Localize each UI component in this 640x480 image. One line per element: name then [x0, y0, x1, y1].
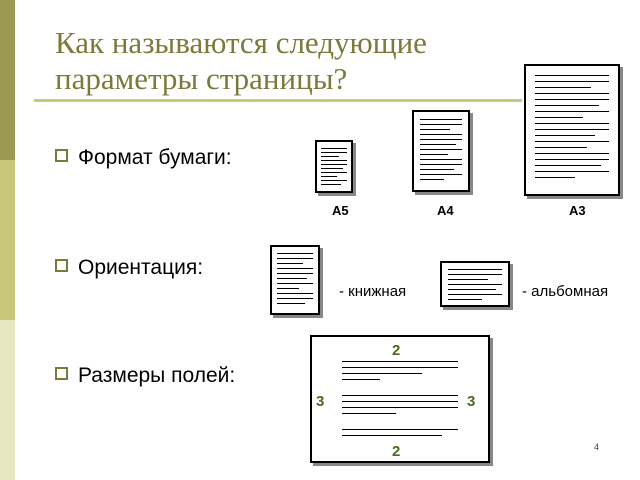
- margins-page-icon: [310, 335, 490, 463]
- format-label-a4: A4: [437, 203, 454, 218]
- slide-number: 4: [594, 442, 600, 452]
- page-a3-icon: [524, 64, 620, 196]
- bullet-margins: Размеры полей:: [55, 364, 235, 388]
- bullet-square-icon: [55, 259, 68, 272]
- margin-bottom-value: 2: [392, 443, 401, 460]
- bullet-orientation: Ориентация:: [55, 256, 203, 280]
- left-decor-segment: [0, 160, 15, 320]
- margin-top-value: 2: [392, 342, 401, 359]
- bullet-text: Формат бумаги:: [78, 146, 232, 169]
- page-a4-icon: [412, 110, 470, 192]
- format-label-a3: A3: [569, 203, 586, 218]
- left-decor-segment: [0, 0, 15, 160]
- bullet-text: Размеры полей:: [78, 364, 236, 387]
- left-decor-segment: [0, 320, 15, 480]
- bullet-square-icon: [55, 149, 68, 162]
- landscape-page-icon: [440, 261, 510, 307]
- format-label-a5: A5: [332, 203, 349, 218]
- portrait-page-icon: [270, 245, 320, 315]
- page-a5-icon: [315, 140, 353, 193]
- bullet-text: Ориентация:: [78, 256, 204, 279]
- bullet-paper-format: Формат бумаги:: [55, 146, 232, 170]
- bullet-square-icon: [55, 367, 68, 380]
- landscape-label: - альбомная: [522, 283, 609, 300]
- margin-left-value: 3: [316, 393, 325, 410]
- slide-title: Как называются следующие параметры стран…: [55, 25, 427, 96]
- title-underline: [34, 99, 522, 102]
- portrait-label: - книжная: [339, 283, 407, 300]
- margin-right-value: 3: [467, 393, 476, 410]
- left-decor-bar: [0, 0, 15, 480]
